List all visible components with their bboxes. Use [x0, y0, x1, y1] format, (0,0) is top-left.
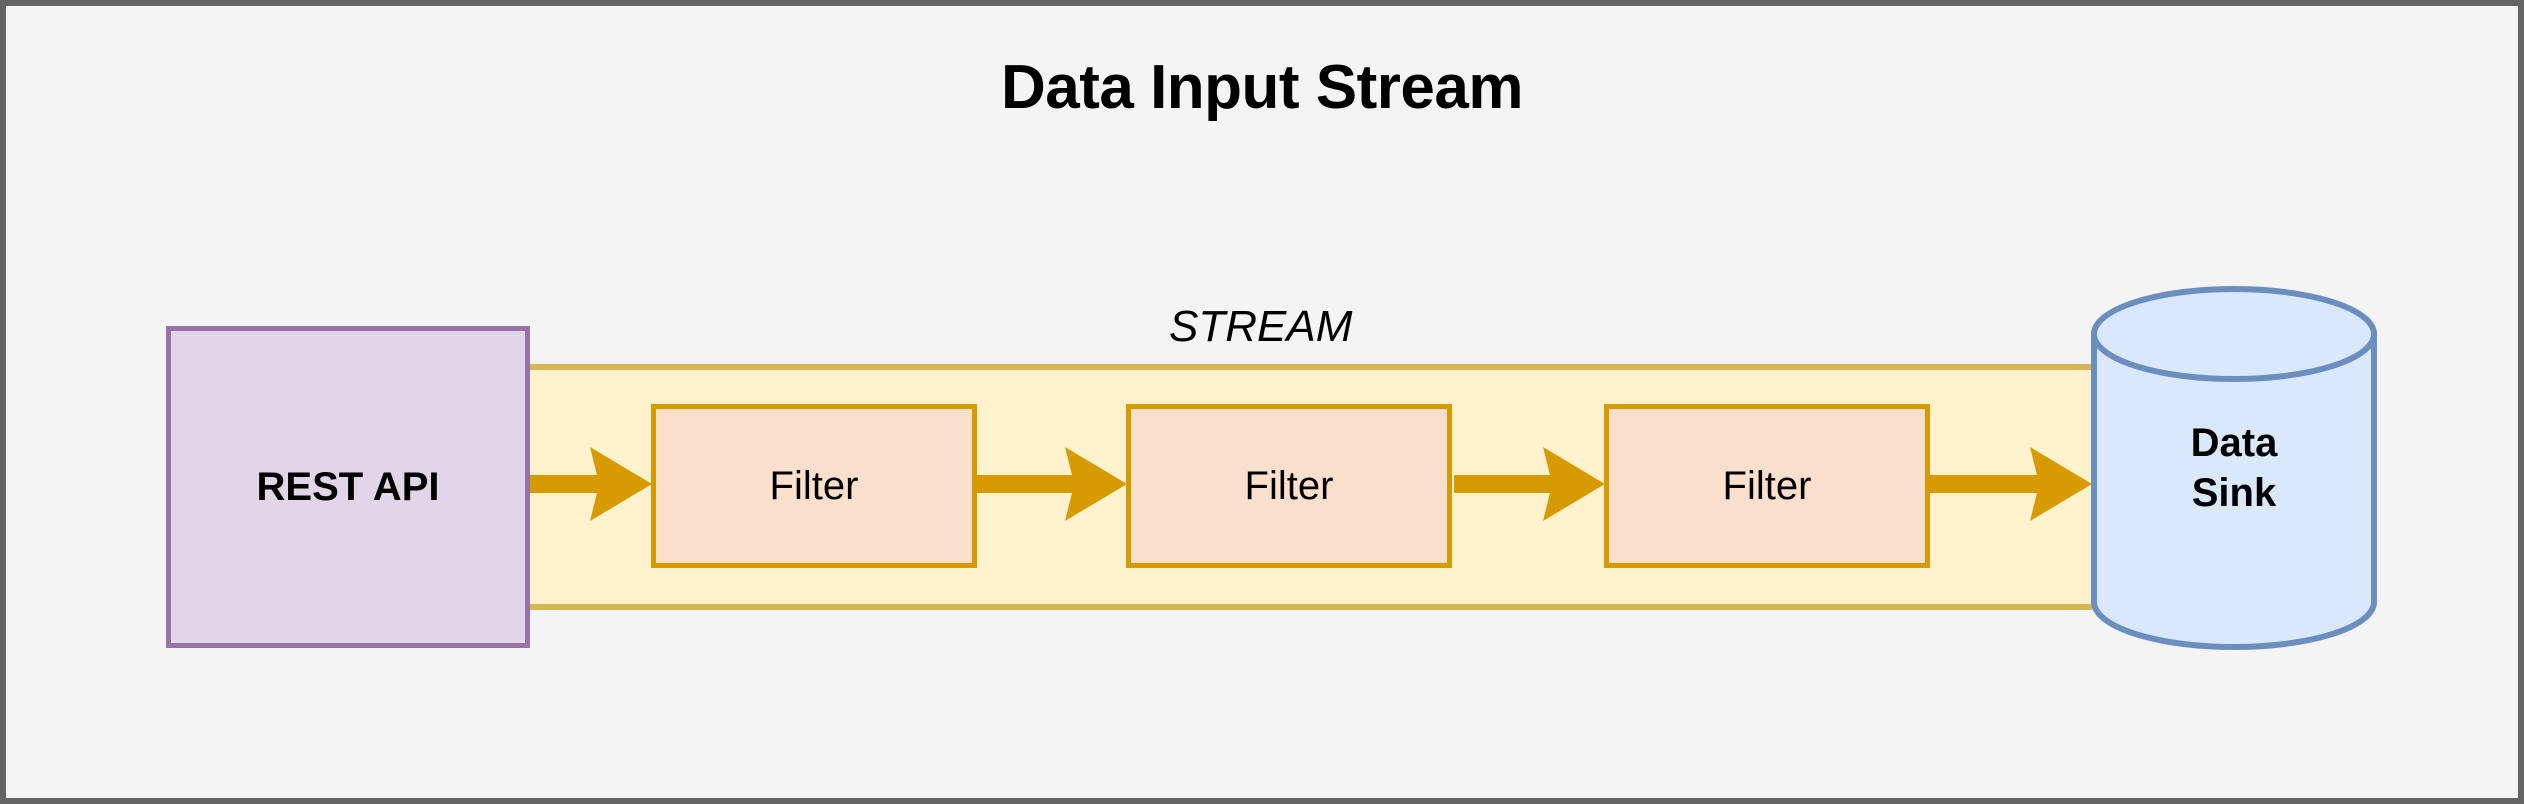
node-data-sink[interactable]: Data Sink — [2091, 286, 2377, 650]
arrow-filter-2-to-filter-3-icon — [1454, 447, 1605, 521]
arrow-rest-api-to-filter-1-icon — [530, 447, 652, 521]
node-rest-api[interactable]: REST API — [166, 326, 530, 648]
page-title: Data Input Stream — [1000, 53, 1524, 122]
node-filter-3-label: Filter — [1722, 463, 1812, 508]
node-filter-1-label: Filter — [769, 463, 859, 508]
node-rest-api-label: REST API — [256, 464, 440, 509]
arrow-filter-3-to-data-sink-icon — [1930, 447, 2092, 521]
node-filter-2[interactable]: Filter — [1126, 404, 1452, 568]
node-filter-2-label: Filter — [1244, 463, 1334, 508]
stream-label: STREAM — [1169, 302, 1353, 351]
node-filter-1[interactable]: Filter — [651, 404, 977, 568]
node-filter-3[interactable]: Filter — [1604, 404, 1930, 568]
cylinder-icon — [2091, 286, 2377, 650]
arrow-filter-1-to-filter-2-icon — [977, 447, 1127, 521]
